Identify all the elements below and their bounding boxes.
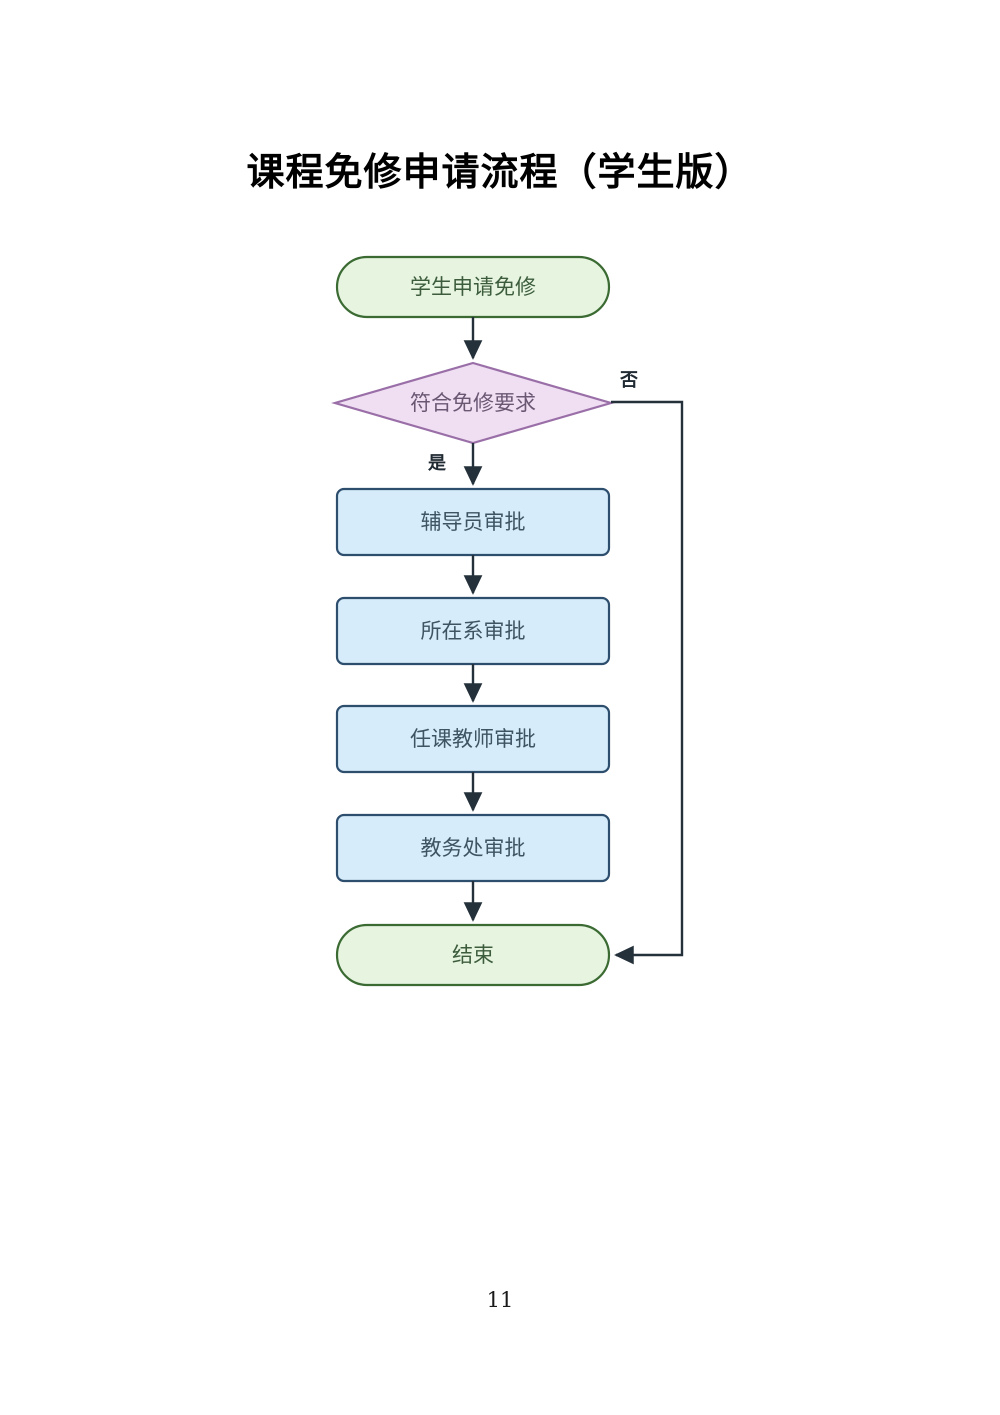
node-step-4-shape (335, 813, 611, 883)
edge-decision-no-to-end (611, 400, 684, 965)
node-end-shape (335, 923, 611, 987)
page-number: 11 (486, 1288, 514, 1312)
node-step-1-shape (335, 487, 611, 557)
edge-label-no: 否 (620, 370, 638, 390)
node-start-shape (335, 255, 611, 319)
node-step-3-shape (335, 704, 611, 774)
edge-label-yes: 是 (428, 453, 446, 473)
node-decision-shape (331, 361, 615, 445)
node-step-2-shape (335, 596, 611, 666)
page-title: 课程免修申请流程（学生版） (246, 149, 754, 194)
